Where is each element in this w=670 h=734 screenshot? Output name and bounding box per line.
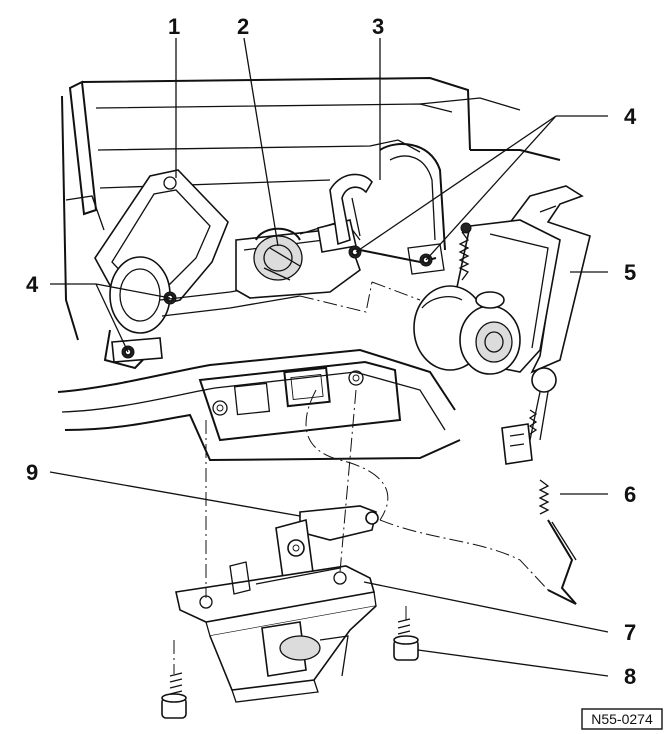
callout-5: 5 <box>624 260 636 285</box>
callout-2: 2 <box>237 14 249 39</box>
callout-7: 7 <box>624 620 636 645</box>
callout-8: 8 <box>624 664 636 689</box>
operating-rod <box>538 479 577 605</box>
callout-9: 9 <box>26 460 38 485</box>
callout-1: 1 <box>168 14 180 39</box>
callout-labels: 1 2 3 4 4 5 6 9 7 8 <box>26 14 637 689</box>
callout-6: 6 <box>624 482 636 507</box>
assembly-lines <box>173 281 549 674</box>
reference-code-box: N55-0274 <box>581 708 663 730</box>
reference-code: N55-0274 <box>591 711 653 727</box>
screw-left <box>161 672 187 719</box>
lever-assembly <box>413 185 591 465</box>
screw-right <box>393 618 419 661</box>
callout-4-left: 4 <box>26 272 39 297</box>
callout-3: 3 <box>372 14 384 39</box>
tailgate-inner-panel <box>57 76 561 462</box>
microswitch <box>275 505 379 587</box>
leader-lines <box>49 37 609 677</box>
bolt-right <box>407 243 445 275</box>
lock-body <box>175 561 377 703</box>
callout-4-right: 4 <box>624 104 637 129</box>
